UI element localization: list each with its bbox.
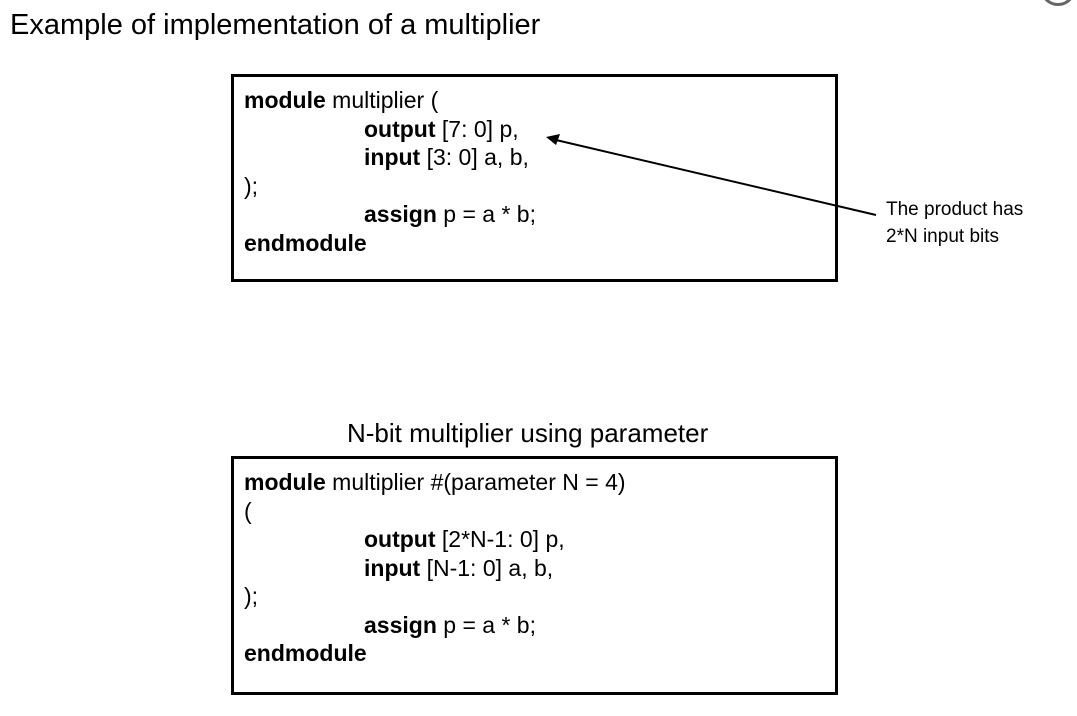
code-keyword: output [364,115,436,142]
code-line: ( [244,497,835,526]
code-line: module multiplier #(parameter N = 4) [244,468,835,497]
code-line: input [N-1: 0] a, b, [244,554,835,583]
code-keyword: input [364,144,421,170]
code-line: ); [244,582,835,611]
code-text: ( [244,497,252,524]
code-keyword: assign [364,611,437,638]
code-keyword: endmodule [244,229,367,256]
code-keyword: input [364,554,421,581]
annotation-product-bits: The product has 2*N input bits [886,196,1023,250]
code-text: [N-1: 0] a, b, [420,554,554,581]
code-line: output [2*N-1: 0] p, [244,525,835,554]
annotation-line: 2*N input bits [886,226,1000,247]
code-text: p = a * b; [436,201,536,227]
corner-logo-arc [1040,0,1076,6]
code-text: [2*N-1: 0] p, [435,526,565,552]
code-keyword: module [244,469,326,495]
code-text: ); [244,172,259,199]
code-line: ); [244,172,835,201]
code-keyword: endmodule [244,640,367,666]
code-line: module multiplier ( [244,86,835,115]
code-text: ); [244,583,259,609]
code-box-basic-multiplier: module multiplier ( output [7: 0] p, inp… [231,74,838,282]
code-line: input [3: 0] a, b, [244,143,835,172]
code-line: output [7: 0] p, [244,115,835,144]
code-keyword: output [364,526,436,552]
code-text: [7: 0] p, [435,115,519,142]
code-line: assign p = a * b; [244,611,835,640]
code-text: [3: 0] a, b, [420,144,529,170]
section-subtitle: N-bit multiplier using parameter [347,418,709,448]
code-box-parameterized-multiplier: module multiplier #(parameter N = 4) ( o… [231,456,838,695]
code-text: multiplier ( [325,87,439,113]
code-line: endmodule [244,639,835,668]
annotation-line: The product has [886,199,1024,220]
code-line: endmodule [244,229,835,258]
code-keyword: module [244,87,326,113]
code-keyword: assign [364,201,437,227]
code-line: assign p = a * b; [244,200,835,229]
code-text: multiplier #(parameter N = 4) [325,469,626,495]
slide-title: Example of implementation of a multiplie… [10,9,541,41]
code-text: p = a * b; [436,611,536,638]
